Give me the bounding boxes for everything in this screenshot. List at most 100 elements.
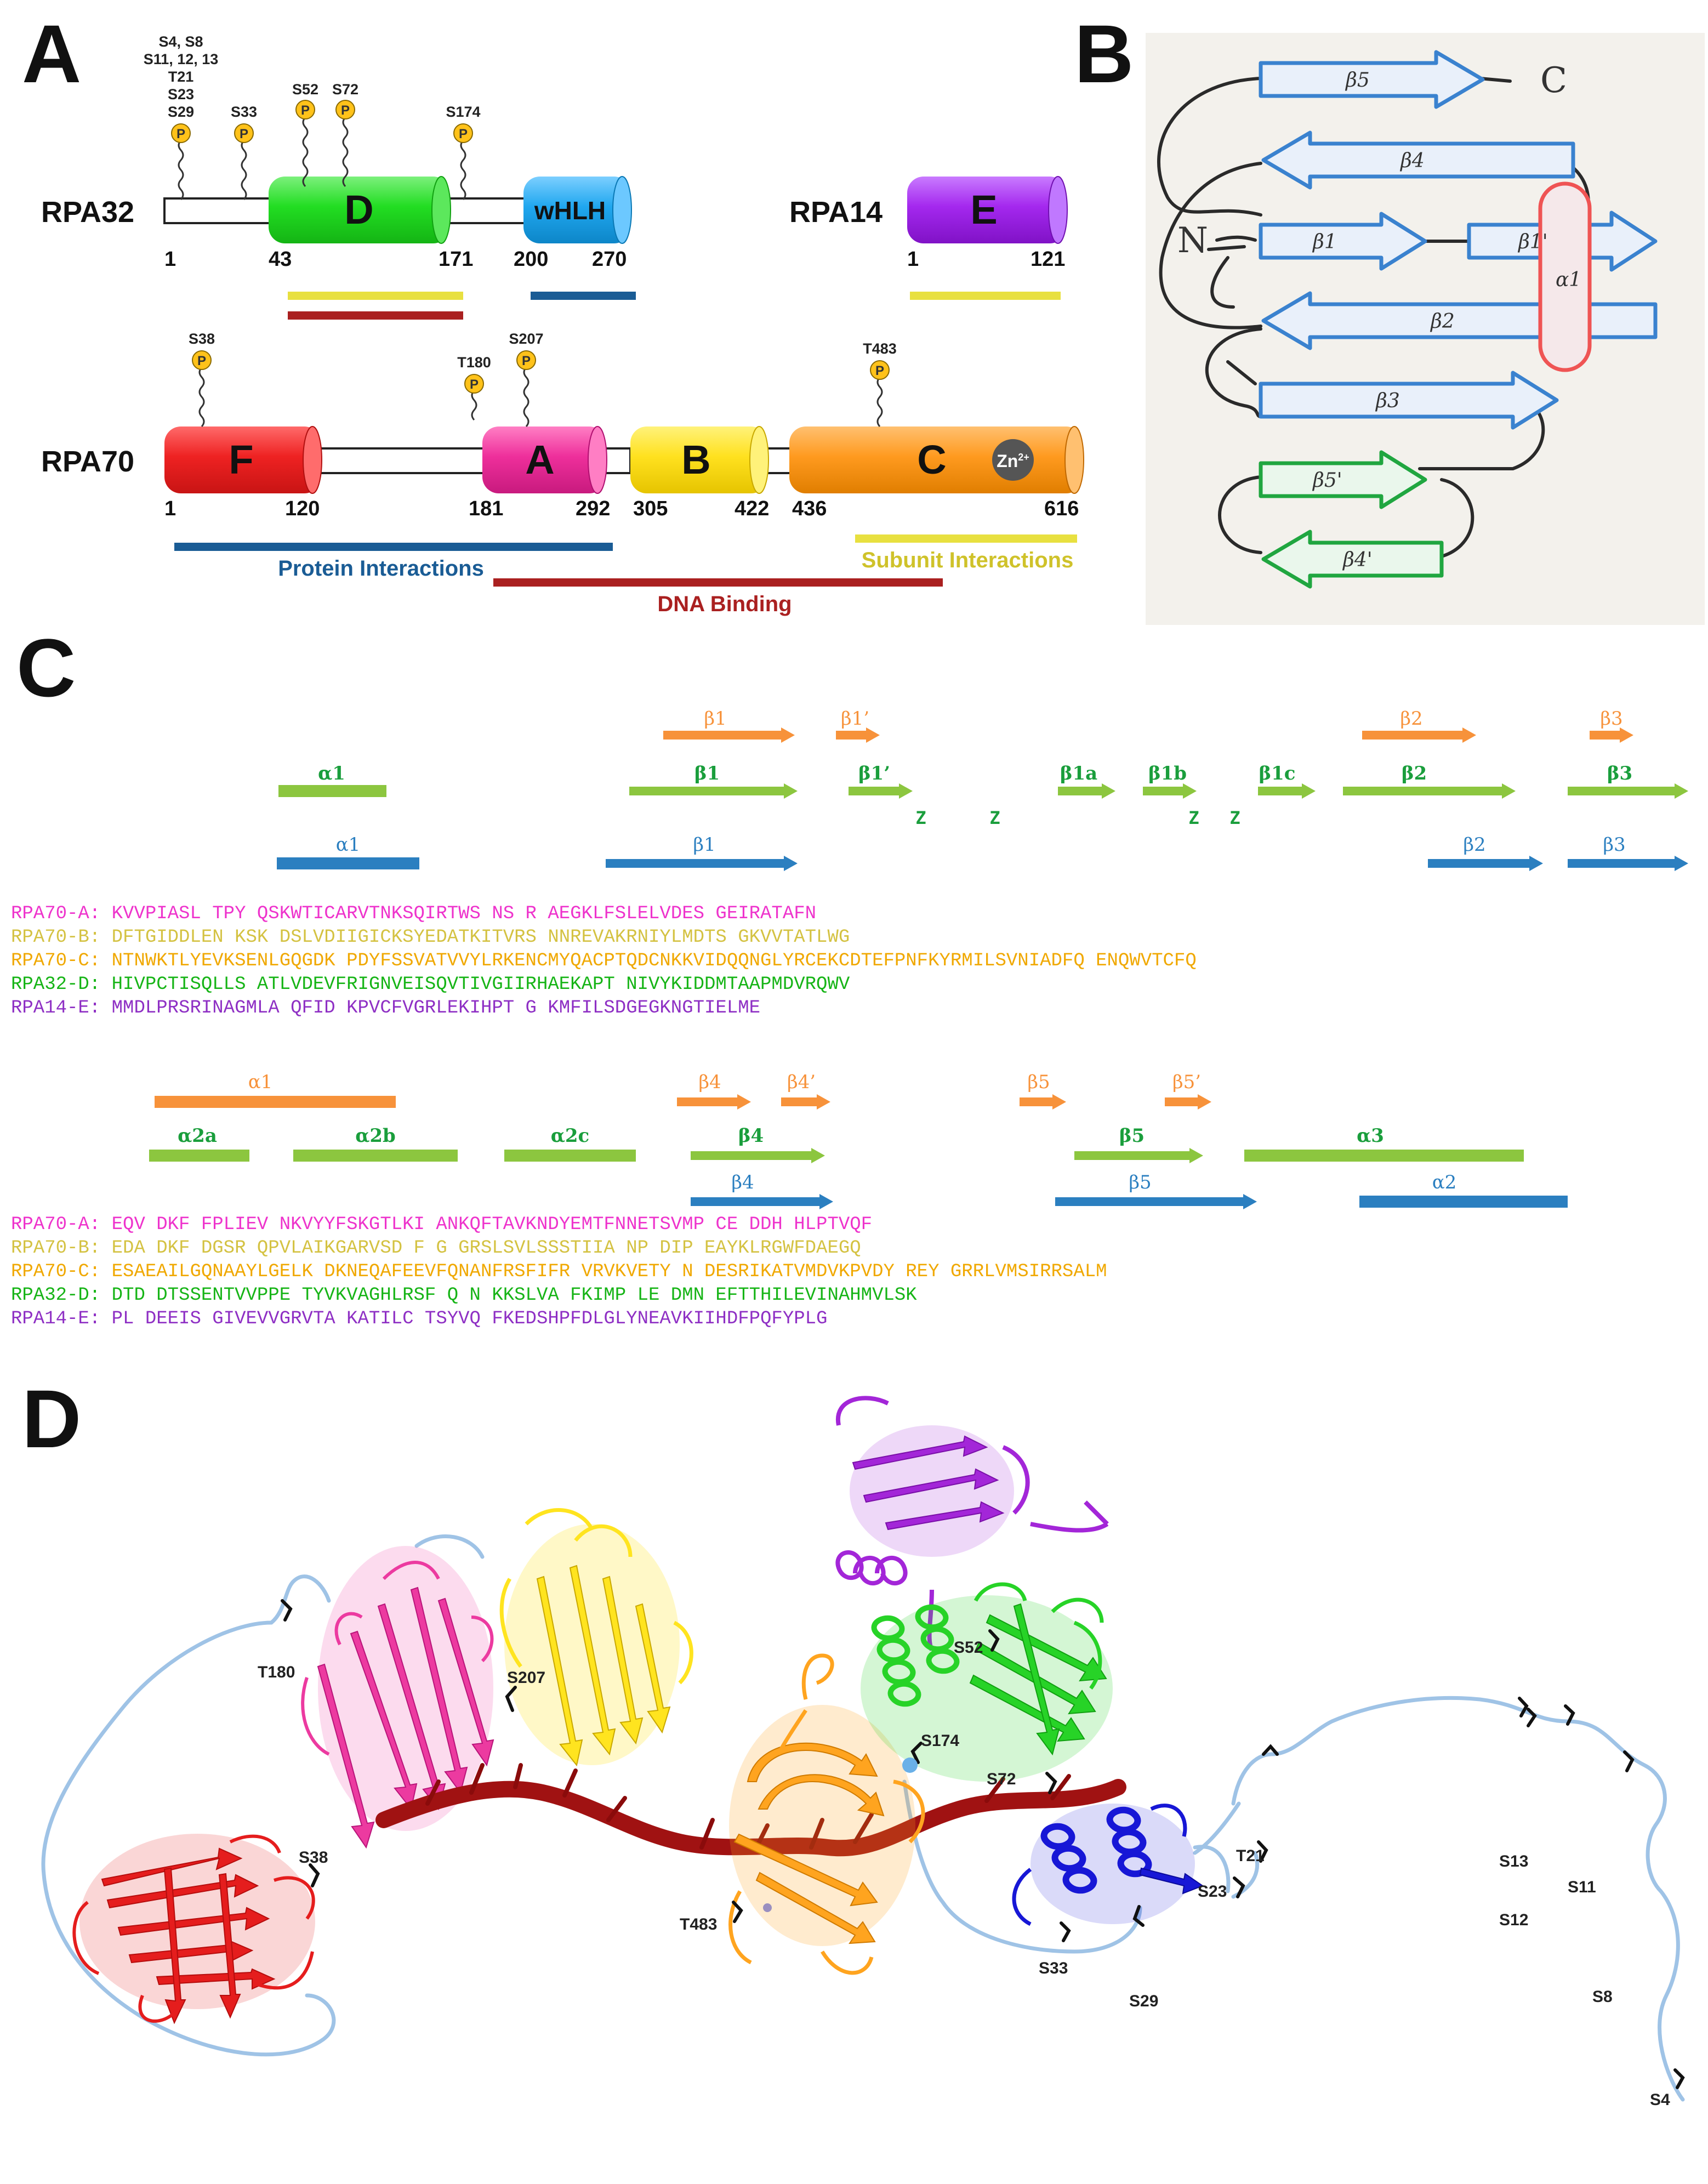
strand-b4 <box>1261 130 1575 190</box>
seq-residues: DFTGIDDLEN KSK DSLVDIIGICKSYEDATKITVRS N… <box>100 927 850 948</box>
seq-row: RPA70-A: EQV DKF FPLIEV NKVYYFSKGTLKI AN… <box>11 1214 872 1235</box>
panel-c: C β1 β1’ β2 β3 α1 β1 β1’ β1a β1b β1c <box>11 622 1688 1329</box>
site-label: S23 <box>168 86 194 103</box>
strand-b1 <box>1259 212 1427 271</box>
phospho-p: P <box>459 127 468 141</box>
rpa32-protein-bar <box>531 292 636 300</box>
seq-row: RPA14-E: PL DEEIS GIVEVVGRVTA KATILC TSY… <box>11 1309 827 1329</box>
site-label: S38 <box>189 331 215 347</box>
phospho-marker: P <box>295 100 315 120</box>
domain-f-structure <box>72 1834 315 2024</box>
rpa14-name: RPA14 <box>789 196 883 229</box>
beta-strands-green <box>1259 450 1444 589</box>
domain-d-structure <box>861 1582 1113 1782</box>
ss-label: β4 <box>698 1071 721 1093</box>
ss-label: β1’ <box>841 708 869 730</box>
ss-blue-row2: β4 β5 α2 <box>691 1171 1568 1209</box>
pos-label: 616 <box>1044 497 1079 520</box>
rpa70-name: RPA70 <box>41 445 134 478</box>
rpa14-domain-e: E <box>907 176 1068 244</box>
seq-label: RPA70-A: <box>11 903 100 924</box>
ss-label: β3 <box>1600 708 1622 730</box>
site-label: T483 <box>863 340 897 357</box>
ss-label: α3 <box>1357 1125 1384 1147</box>
site-label: S33 <box>1039 1959 1068 1977</box>
site-label: S207 <box>509 331 543 347</box>
site-label: S4, S8 <box>158 33 203 50</box>
rpa70-domain-c: C Zn2+ <box>789 426 1084 494</box>
ss-label: β3 <box>1603 834 1625 856</box>
rpa32-linker-2 <box>437 197 530 224</box>
panel-d: D <box>22 1373 1685 2109</box>
rpa70-site-labels: S38 T180 S207 T483 <box>189 331 897 371</box>
site-label: S29 <box>168 104 194 120</box>
pos-label: 422 <box>735 497 769 520</box>
ss-green-row2: α2a α2b α2c β4 β5 α3 <box>149 1125 1524 1163</box>
seq-label: RPA14-E: <box>11 1309 100 1329</box>
ss-label: β1 <box>704 708 726 730</box>
phospho-p: P <box>522 354 531 368</box>
seq-residues: NTNWKTLYEVKSENLGQGDK PDYFSSVATVVYLRKENCM… <box>100 951 1197 971</box>
seq-row: RPA70-C: NTNWKTLYEVKSENLGQGDK PDYFSSVATV… <box>11 951 1197 971</box>
panel-b: B <box>1074 8 1705 625</box>
seq-residues: HIVPCTISQLLS ATLVDEVFRIGNVEISQVTIVGIIRHA… <box>100 974 850 995</box>
site-label: S23 <box>1198 1882 1227 1901</box>
rpa32-name: RPA32 <box>41 196 134 229</box>
pos-label: 436 <box>792 497 827 520</box>
pos-label: 305 <box>633 497 668 520</box>
rpa70-linker-1 <box>311 447 489 474</box>
seq-label: RPA32-D: <box>11 974 100 995</box>
seq-label: RPA70-C: <box>11 1261 100 1282</box>
pos-label: 200 <box>514 248 548 271</box>
seq-label: RPA32-D: <box>11 1285 100 1306</box>
ss-label: β2 <box>1463 834 1485 856</box>
pos-label: 270 <box>592 248 627 271</box>
structure-site-labels: T180 S207 S38 T483 S52 S174 S72 S33 S29 … <box>258 1639 1670 2109</box>
rpa14-structure <box>835 1396 1109 1651</box>
domain-e-label: E <box>970 187 997 232</box>
ss-label: α1 <box>336 834 361 856</box>
site-label: T21 <box>1236 1847 1265 1865</box>
seq-residues: DTD DTSSENTVVPPE TYVKVAGHLRSF Q N KKSLVA… <box>100 1285 917 1306</box>
ss-blue-row1: α1 β1 β2 β3 <box>277 834 1688 871</box>
pos-label: 292 <box>576 497 610 520</box>
pos-label: 1 <box>164 248 176 271</box>
ss-label: β2 <box>1402 763 1427 784</box>
site-label: S174 <box>921 1732 959 1750</box>
panel-label-c: C <box>16 622 76 714</box>
zinc-mark: Z <box>989 807 1000 828</box>
pos-label: 1 <box>164 497 176 520</box>
dna-binding-label: DNA Binding <box>657 592 792 616</box>
domain-c-structure <box>728 1653 925 1975</box>
rpa32-positions: 1 43 171 200 270 <box>164 248 627 271</box>
site-label: S13 <box>1499 1852 1528 1870</box>
rpa70-domain-f: F <box>164 426 322 494</box>
site-label: T21 <box>168 69 194 85</box>
seq-row: RPA70-A: KVVPIASL TPY QSKWTICARVTNKSQIRT… <box>11 903 816 924</box>
site-label: S174 <box>446 104 480 120</box>
site-label: S207 <box>507 1669 545 1687</box>
label-b1p: β1' <box>1517 231 1548 253</box>
seq-label: RPA70-B: <box>11 1238 100 1259</box>
phospho-p: P <box>875 363 884 378</box>
seq-residues: EDA DKF DGSR QPVLAIKGARVSD F G GRSLSVLSS… <box>100 1238 861 1259</box>
pos-label: 121 <box>1031 248 1065 271</box>
panel-label-a: A <box>22 8 81 100</box>
ss-label: α2a <box>178 1125 217 1147</box>
domain-a-label: A <box>525 437 554 482</box>
seq-label: RPA70-A: <box>11 1214 100 1235</box>
phospho-p: P <box>301 103 310 118</box>
phospho-marker: P <box>870 360 890 380</box>
linker-joint <box>902 1758 918 1773</box>
alignment-block-1: RPA70-A: KVVPIASL TPY QSKWTICARVTNKSQIRT… <box>11 903 1197 1019</box>
seq-residues: EQV DKF FPLIEV NKVYYFSKGTLKI ANKQFTAVKND… <box>100 1214 872 1235</box>
ss-label: β2 <box>1400 708 1422 730</box>
site-label: S29 <box>1129 1992 1158 2010</box>
strand-b4p <box>1261 530 1444 589</box>
rpa70-phospho-sites <box>198 367 883 427</box>
ss-label: α2 <box>1432 1171 1457 1193</box>
domain-c-label: C <box>917 437 946 482</box>
label-b2: β2 <box>1430 310 1455 333</box>
ss-label: β4 <box>738 1125 764 1147</box>
